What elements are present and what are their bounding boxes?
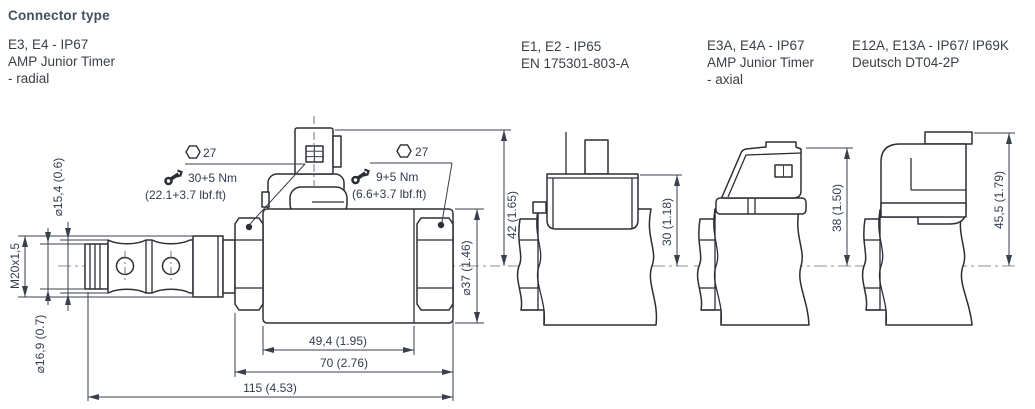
left-dimensions: ⌀15,4 (0.6) M20x1,5 ⌀16,9 (0.7): [8, 158, 193, 374]
spacer: [222, 239, 236, 294]
dim-torque-2-imperial: (6.6+3.7 lbf.ft): [352, 187, 426, 201]
right-dimensions: ⌀37 (1.46) 42 (1.65): [335, 129, 519, 324]
hex-nut-small: [416, 217, 454, 311]
connector-variant-label-din: E1, E2 - IP65 EN 175301-803-A: [521, 38, 629, 72]
axial-dimension: 38 (1.50): [806, 147, 853, 266]
cartridge-body: [84, 235, 236, 298]
variant-line: E1, E2 - IP65: [521, 39, 602, 54]
connector-variant-label-deutsch: E12A, E13A - IP67/ IP69K Deutsch DT04-2P: [852, 37, 1009, 71]
torque-callout-2: 27 9+5 Nm (6.6+3.7 lbf.ft): [350, 144, 453, 229]
coil-tube: [696, 208, 810, 326]
dim-body-len: 70 (2.76): [320, 356, 368, 370]
deutsch-connector-drawing: 45,5 (1.79): [858, 131, 1018, 326]
dim-axial-height: 38 (1.50): [830, 184, 844, 232]
dim-hex1-af: 27: [203, 146, 217, 160]
connector-variant-label-radial: E3, E4 - IP67 AMP Junior Timer - radial: [8, 36, 115, 87]
din-connector-drawing: 30 (1.18): [508, 132, 688, 326]
dim-deutsch-height: 45,5 (1.79): [992, 171, 1006, 229]
dim-seal-od: ⌀16,9 (0.7): [33, 315, 47, 374]
cartridge-valve-drawing: 27 30+5 Nm (22.1+3.7 lbf.ft) 27 9+5 Nm (…: [8, 116, 519, 401]
variant-line: AMP Junior Timer: [707, 55, 815, 70]
coil-tube: [861, 209, 973, 326]
wrench-icon: [163, 168, 184, 186]
variant-line: E12A, E13A - IP67/ IP69K: [852, 38, 1009, 53]
dim-torque-2: 9+5 Nm: [376, 170, 418, 184]
variant-line: AMP Junior Timer: [8, 54, 116, 69]
axial-connector-drawing: 38 (1.50): [694, 141, 858, 326]
dim-din-height: 30 (1.18): [660, 198, 674, 246]
dim-total-len: 115 (4.53): [243, 381, 297, 395]
axial-amp-connector: [715, 141, 807, 215]
dim-torque-1-imperial: (22.1+3.7 lbf.ft): [145, 188, 226, 202]
hex-af-icon: [185, 145, 201, 159]
wrench-icon: [350, 167, 371, 185]
bottom-dimensions: 49,4 (1.95) 70 (2.76) 115 (4.53): [87, 292, 454, 401]
variant-line: - axial: [707, 72, 744, 87]
hex-nut-large: [234, 217, 264, 311]
din-connector: [532, 132, 639, 230]
contact-window-icon: [774, 164, 793, 178]
deutsch-connector: [880, 131, 973, 225]
dim-coil-od: ⌀37 (1.46): [459, 240, 473, 295]
dim-torque-1: 30+5 Nm: [188, 171, 237, 185]
page-title: Connector type: [8, 8, 110, 23]
variant-line: E3, E4 - IP67: [8, 37, 89, 52]
dim-radial-height: 42 (1.65): [505, 191, 519, 239]
variant-line: E3A, E4A - IP67: [707, 38, 805, 53]
connector-variant-label-axial: E3A, E4A - IP67 AMP Junior Timer - axial: [707, 37, 814, 88]
dim-hex2-af: 27: [415, 145, 429, 159]
dim-thread: M20x1,5: [8, 243, 22, 289]
dim-tip-od: ⌀15,4 (0.6): [51, 158, 65, 217]
dim-coil-len: 49,4 (1.95): [309, 334, 367, 348]
deutsch-dimension: 45,5 (1.79): [974, 132, 1015, 266]
coil-tube: [516, 208, 658, 326]
variant-line: - radial: [8, 71, 50, 86]
leader-dot: [245, 223, 253, 231]
torque-callout-1: 27 30+5 Nm (22.1+3.7 lbf.ft): [145, 145, 306, 231]
variant-line: Deutsch DT04-2P: [852, 55, 960, 70]
variant-line: EN 175301-803-A: [521, 56, 630, 71]
hex-af-icon: [396, 144, 412, 158]
din-dimension: 30 (1.18): [640, 174, 682, 266]
leader-dot: [437, 221, 445, 229]
